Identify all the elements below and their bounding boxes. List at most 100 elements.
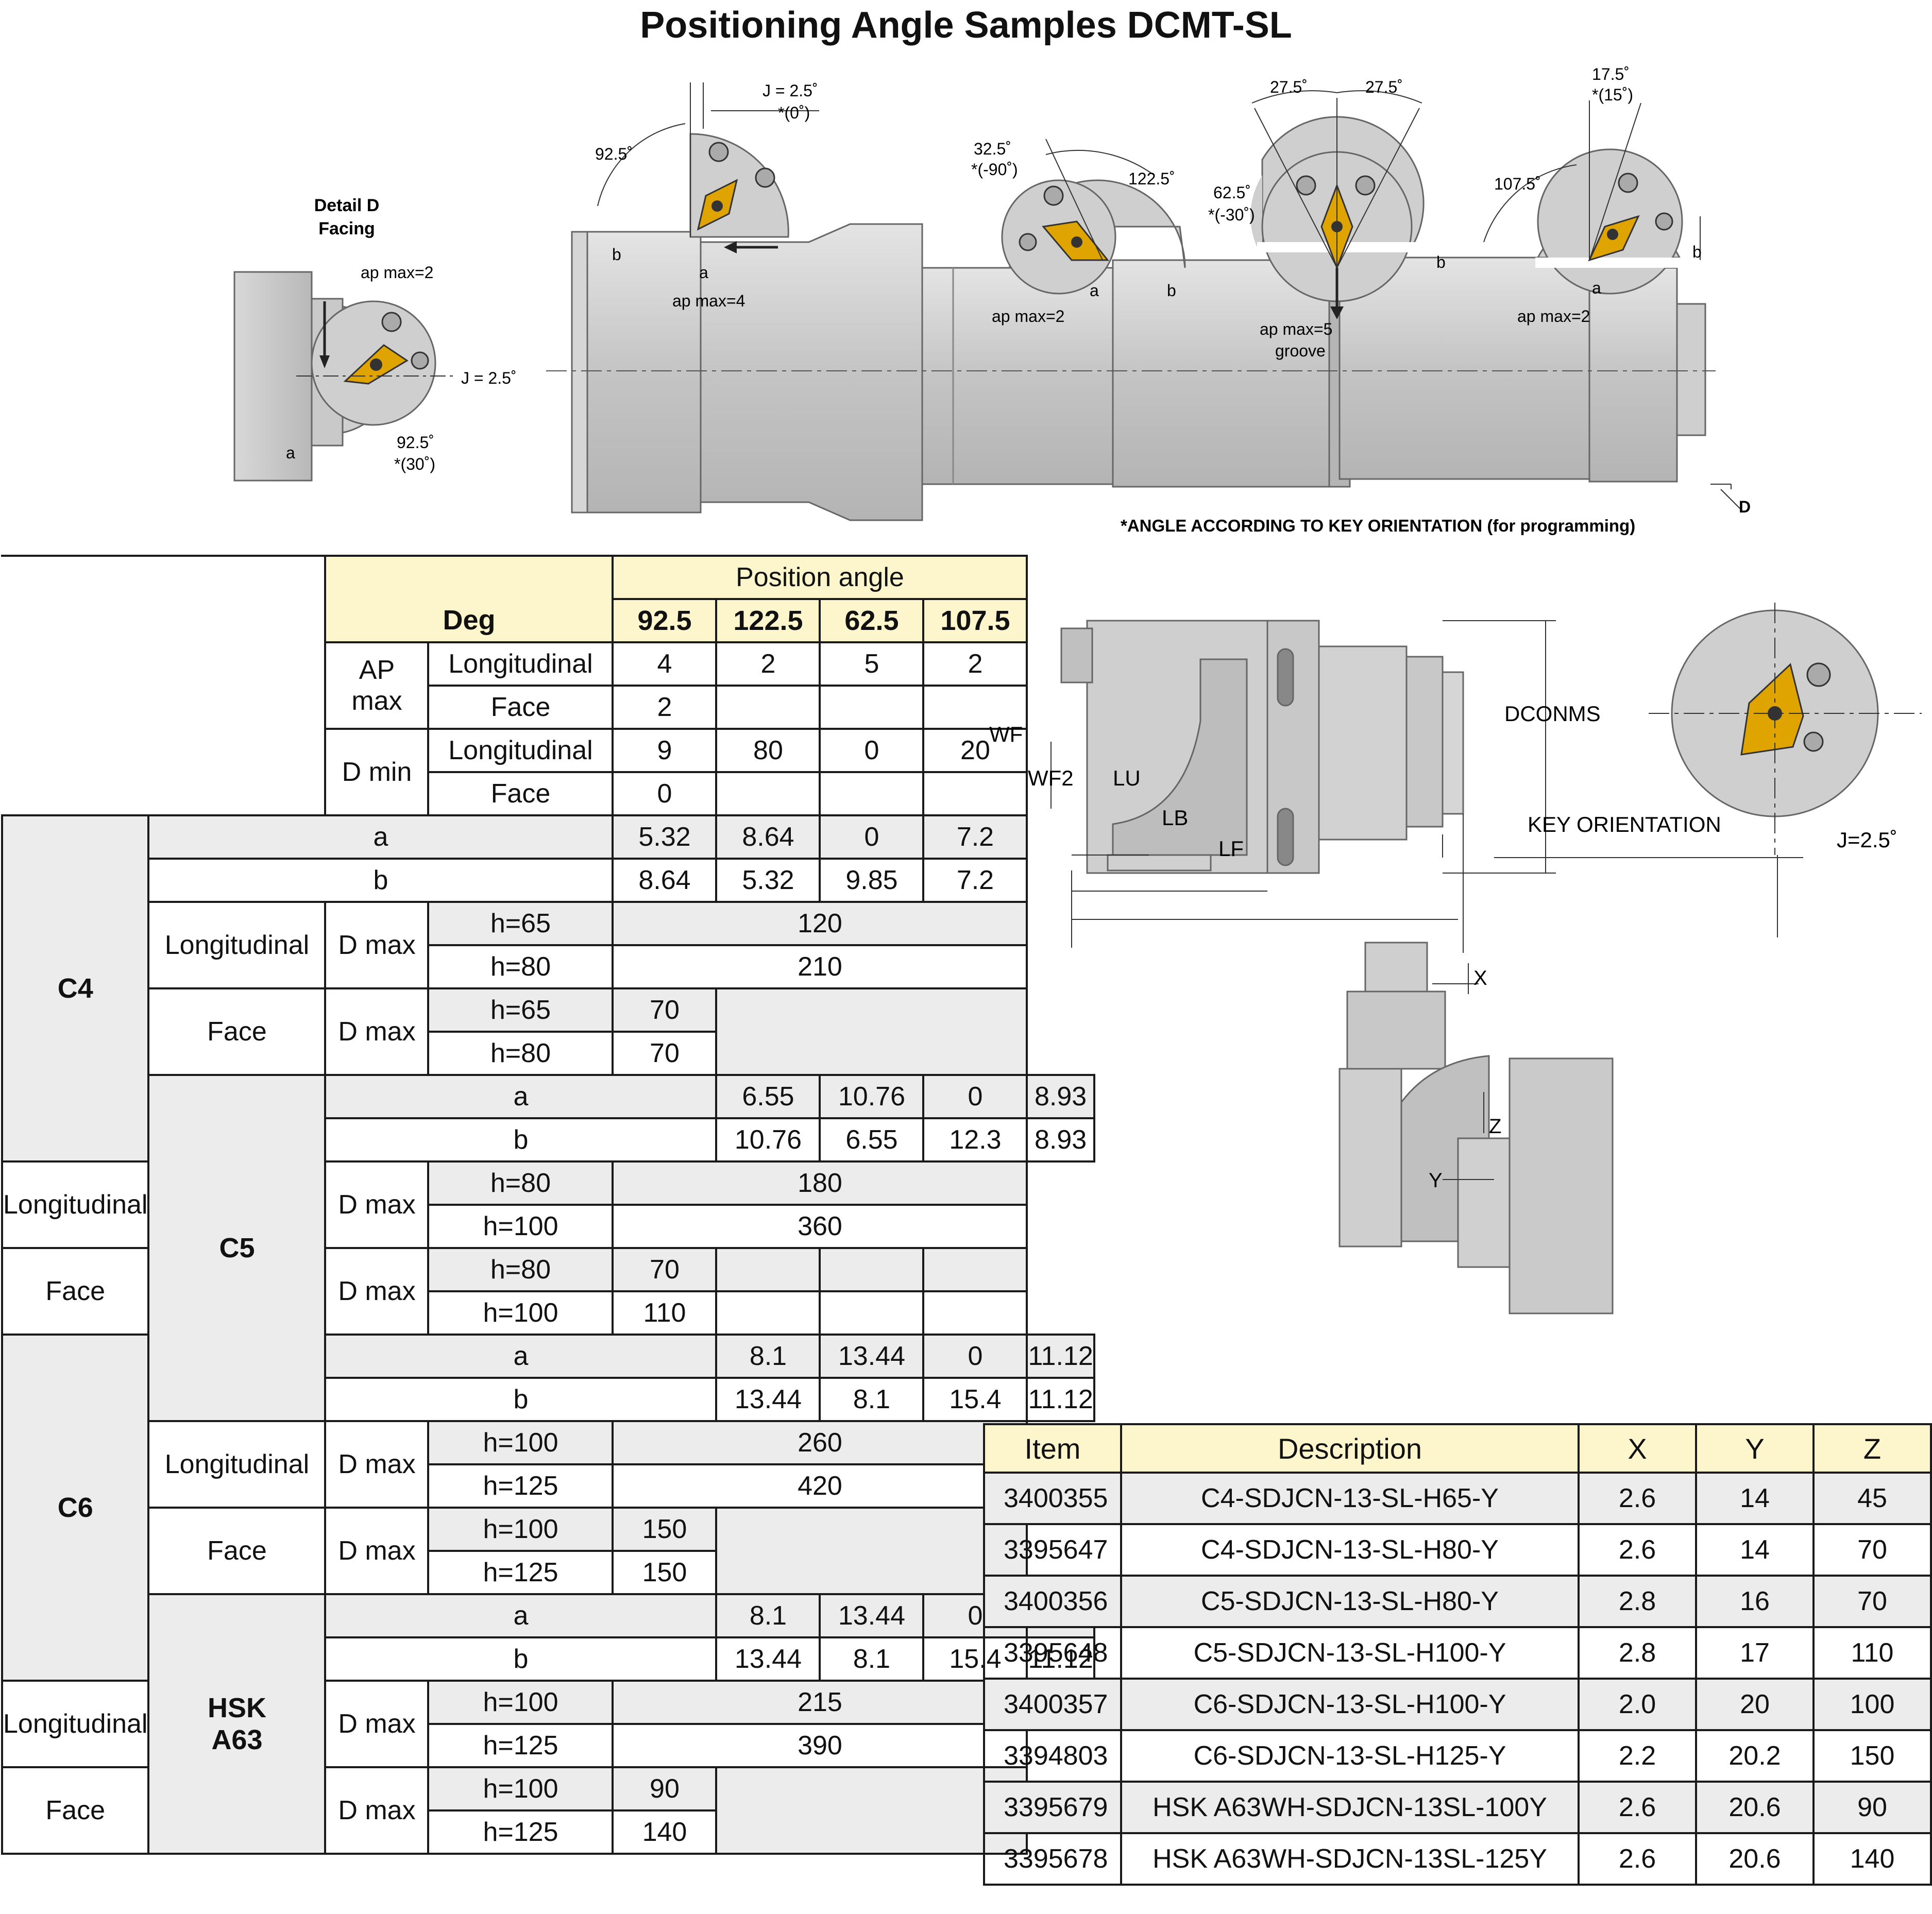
group-label: C4 [1, 814, 150, 1163]
item-z: 150 [1812, 1729, 1932, 1783]
detail-d-subtitle: Facing [318, 219, 375, 238]
tool-dimension-diagram: DCONMS WF WF2 LU LB LF KEY ORIENTATION J… [989, 603, 1922, 1314]
label-b4: b [1692, 243, 1702, 261]
ap-face-label: Face [427, 685, 614, 730]
label-ap5: ap max=5 [1260, 320, 1332, 338]
label-wf: WF [989, 722, 1023, 746]
dim-lines-side [1050, 620, 1803, 953]
label-y: Y [1429, 1169, 1443, 1192]
item-x: 2.6 [1578, 1472, 1697, 1525]
face-dmax-value: 90 [612, 1766, 718, 1812]
tool-end-view [1649, 603, 1922, 855]
label-ap2-a: ap max=2 [992, 307, 1064, 326]
label-m90: *(-90˚) [971, 160, 1018, 179]
item-y: 20.6 [1695, 1832, 1815, 1886]
position-angle-table: Position angle Deg 92.5 122.5 62.5 107.5… [1, 555, 1095, 1855]
b-label: b [324, 1117, 718, 1163]
positioning-diagram: Detail D Facing ap max=2 J = 2.5˚ 92.5˚ … [233, 65, 1751, 535]
page-title: Positioning Angle Samples DCMT-SL [640, 5, 1292, 46]
item-y: 20.6 [1695, 1781, 1815, 1834]
h-label: h=80 [427, 1160, 614, 1206]
long-dmax-value: 210 [612, 944, 1028, 989]
header-y: Y [1695, 1423, 1815, 1474]
label-a1: a [699, 263, 708, 282]
item-z: 90 [1812, 1781, 1932, 1834]
item-number: 3400355 [983, 1472, 1122, 1525]
label-ap4: ap max=4 [672, 292, 745, 310]
label-925: 92.5˚ [595, 145, 633, 163]
long-dmax-value: 215 [612, 1680, 1028, 1725]
item-number: 3400357 [983, 1678, 1122, 1731]
item-description: C4-SDJCN-13-SL-H80-Y [1120, 1523, 1580, 1577]
label-m15: *(15˚) [1592, 86, 1633, 104]
h-label: h=65 [427, 987, 614, 1033]
h-label: h=65 [427, 901, 614, 946]
item-x: 2.6 [1578, 1832, 1697, 1886]
label-j25-side: J=2.5˚ [1837, 828, 1897, 852]
b-value: 12.3 [922, 1117, 1028, 1163]
ap-long-1225: 2 [715, 641, 821, 687]
group-label: C5 [147, 1074, 327, 1422]
position-angle-header: Position angle [612, 555, 1028, 600]
long-dmax-value: 360 [612, 1204, 1028, 1249]
b-value: 13.44 [715, 1636, 821, 1682]
ap-long-1075: 2 [922, 641, 1028, 687]
b-value: 8.93 [1026, 1117, 1095, 1163]
detail-d-title: Detail D [314, 196, 380, 215]
item-number: 3400356 [983, 1575, 1122, 1628]
a-value: 10.76 [819, 1074, 925, 1119]
a-label: a [324, 1074, 718, 1119]
label-groove: groove [1275, 341, 1326, 360]
dmax-label: D max [324, 1507, 430, 1595]
item-z: 110 [1812, 1626, 1932, 1680]
item-y: 17 [1695, 1626, 1815, 1680]
item-description: C6-SDJCN-13-SL-H125-Y [1120, 1729, 1580, 1783]
a-value: 13.44 [819, 1593, 925, 1638]
b-value: 8.64 [612, 858, 718, 903]
item-number: 3395678 [983, 1832, 1122, 1886]
dmin-longitudinal-label: Longitudinal [427, 728, 614, 773]
tool-holder-side-view [1060, 620, 1464, 874]
item-x: 2.8 [1578, 1626, 1697, 1680]
item-description: HSK A63WH-SDJCN-13SL-125Y [1120, 1832, 1580, 1886]
a-value: 8.1 [715, 1334, 821, 1379]
b-value: 13.44 [715, 1377, 821, 1422]
item-y: 16 [1695, 1575, 1815, 1628]
dim-lines-xyz [1432, 963, 1494, 1180]
item-y: 14 [1695, 1472, 1815, 1525]
empty-cell [819, 685, 925, 730]
b-label: b [324, 1377, 718, 1422]
face-dmax-value: 140 [612, 1809, 718, 1855]
long-dmax-value: 180 [612, 1160, 1028, 1206]
label-j25-detail: J = 2.5˚ [461, 369, 517, 387]
header-item: Item [983, 1423, 1122, 1474]
b-value: 7.2 [922, 858, 1028, 903]
h-label: h=100 [427, 1204, 614, 1249]
face-label: Face [147, 987, 327, 1076]
h-label: h=80 [427, 944, 614, 989]
tool-head-1075 [1535, 148, 1685, 295]
label-dconms: DCONMS [1504, 702, 1601, 726]
a-value: 5.32 [612, 814, 718, 860]
empty-cell [715, 685, 821, 730]
tool-xyz-view [1338, 942, 1614, 1314]
empty-cell [715, 1766, 1028, 1855]
empty-cell [819, 1247, 925, 1292]
empty-cell [922, 1290, 1028, 1336]
dmin-long-625: 0 [819, 728, 925, 773]
h-label: h=100 [427, 1420, 614, 1465]
dmax-label: D max [324, 901, 430, 989]
h-label: h=125 [427, 1550, 614, 1595]
longitudinal-label: Longitudinal [1, 1680, 150, 1768]
dmin-label: D min [324, 728, 430, 816]
ap-face-925: 2 [612, 685, 718, 730]
dmin-face-925: 0 [612, 771, 718, 816]
label-j25: J = 2.5˚ [762, 81, 818, 100]
b-value: 11.12 [1026, 1377, 1095, 1422]
a-value: 0 [922, 1334, 1028, 1379]
long-dmax-value: 390 [612, 1723, 1028, 1768]
b-value: 5.32 [715, 858, 821, 903]
ap-long-625: 5 [819, 641, 925, 687]
